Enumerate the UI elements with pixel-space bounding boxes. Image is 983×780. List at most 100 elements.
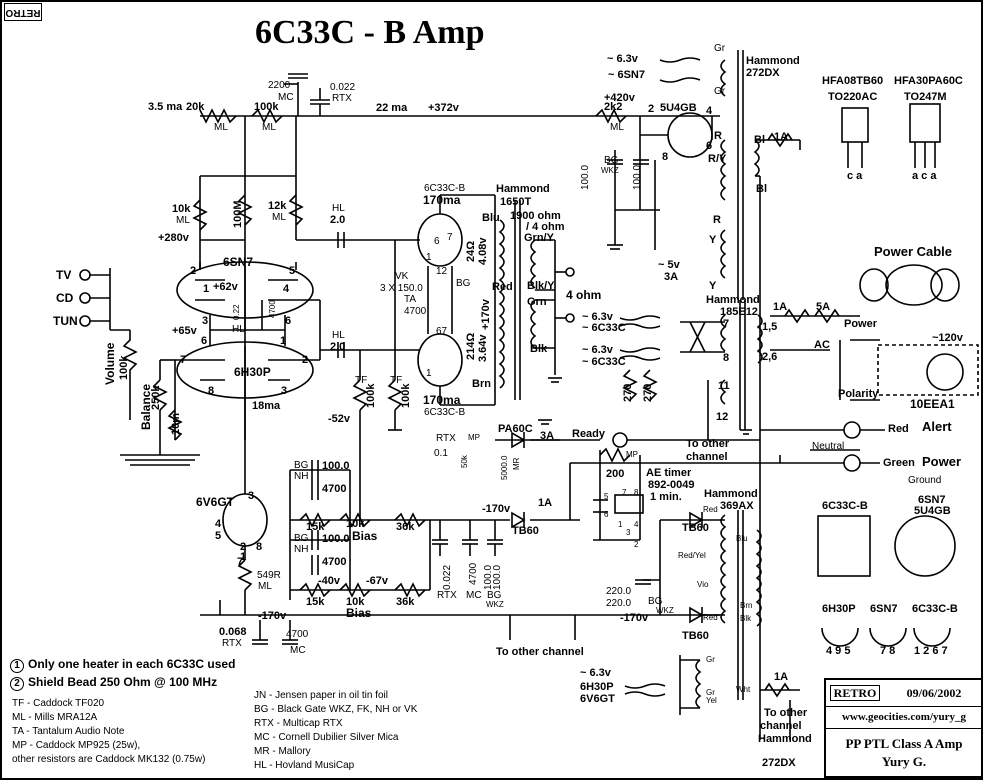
speaker-4ohm: 4 ohm [566,288,602,302]
ml-label-e: ML [610,122,624,133]
rtx-label-mid: RTX [436,433,456,444]
r100k-vol-label: 100k [118,355,130,380]
heater-6-3v-b: ~ 6.3v [582,311,613,323]
to-other-channel-3b: channel [760,720,802,732]
tap-7: 7 [723,318,730,330]
tube-pin: 8 [662,151,669,163]
tube-pin: 6 [285,315,292,327]
r270-label-a: 270 [622,383,634,402]
fuse-1a-mid: 1A [773,301,788,313]
current-170ma-b: 170ma [423,393,461,407]
r24-label: 24Ω [465,240,477,262]
pin-67-bot: 67 [436,326,448,337]
wire-blu: Blu [736,534,748,543]
diode-pa60c: PA60C [498,423,533,435]
transformer-1650t: Hammond [496,183,550,195]
balance-label: Balance [139,383,153,430]
tube-pin: 4 [215,518,222,530]
c2200-label: 2200 [268,80,291,91]
power-label[interactable]: Power [844,318,878,330]
input-tun[interactable]: TUN [53,314,78,328]
transformer-272dx-top: Hammond [746,55,800,67]
fuse-3a: 3A [540,430,555,442]
wire-y: Y [709,234,717,246]
fuse-5a: 5A [816,301,831,313]
polarity-label[interactable]: Polarity [838,388,879,400]
c100-label-c: 100.0 [322,460,350,472]
tube-pin: 2 [190,265,197,277]
ac-label: AC [814,339,830,351]
wire-bl: Bl [754,134,765,146]
v65-label: +65v [172,325,197,337]
input-cd[interactable]: CD [56,291,74,305]
title-block: RETRO 09/06/2002 www.geocities.com/yury_… [824,678,983,778]
c100-label-a: 100.0 [580,164,591,190]
title-block-desc: PP PTL Class A Amp [845,736,963,751]
c0068-label: 0.068 [219,626,247,638]
v170-label-c: -170v [620,612,649,624]
diode-to220ac: TO220AC [828,91,878,103]
diode-pins-ca: c a [847,170,863,182]
legend-mc: MC - Cornell Dubilier Silver Mica [254,732,399,743]
wire-gr: Gr [706,688,715,697]
volume-label: Volume [103,342,117,385]
tube-pin: 6 [706,140,713,152]
v67-label: -67v [366,575,389,587]
tube-pin: 2 [302,354,309,366]
ml-label-c: ML [176,215,190,226]
wire-red-yel: Red/Yel [678,551,706,560]
diode-tb60-a: TB60 [512,525,539,537]
wire-red: Red [492,281,513,293]
r200-label: 200 [606,468,625,480]
input-tv[interactable]: TV [56,268,72,282]
power-cable-label: Power Cable [874,244,953,259]
tube-pin: 1 [280,335,287,347]
ml-label-a: ML [214,122,228,133]
transformer-1650t-model: 1650T [500,196,532,208]
bg-wkz-label: BG [604,155,619,166]
fuse-1a-bot: 1A [774,671,789,683]
r214-label: 214Ω [465,332,477,360]
v62-label: +62v [213,281,238,293]
wire-red: Red [703,613,718,622]
v170p-label: +170v [480,299,492,330]
timer-pin: 5 [604,492,609,501]
other-channel-hammond: Hammond [758,733,812,745]
wire-wht: Wht [736,685,751,694]
note-number-1: 1 [10,659,24,673]
pin-6-top: 6 [434,236,440,247]
r270-label-b: 270 [642,383,654,402]
r12k-label: 12k [268,200,287,212]
bg-label-220: BG [648,596,663,607]
wkz-label-220: WKZ [656,606,674,615]
page-title: 6C33C - B Amp [255,14,485,51]
wire-brn: Brn [472,378,491,390]
heater-6h30p: 6H30P [580,681,614,693]
current-3-5ma: 3.5 ma [148,101,183,113]
r549-label: 549R [257,570,281,581]
wire-yel: Yel [706,696,717,705]
legend-jn: JN - Jensen paper in oil tin foil [254,690,388,701]
title-block-url[interactable]: www.geocities.com/yury_g [841,711,967,723]
tube-label-5u4gb: 5U4GB [660,102,697,114]
v170-label-b: -170v [258,610,287,622]
wkz-label-bot: WKZ [486,600,504,609]
title-block-retro: RETRO [830,685,880,701]
c100-label-b: 100.0 [632,164,643,190]
r10k-bias-label-1: 10k [346,518,365,530]
title-block-date: 09/06/2002 [906,686,962,700]
wire-y: Y [709,280,717,292]
r10k-label: 10k [172,203,191,215]
tube-pin: 5 [215,530,222,542]
tube-pin: 3 [202,315,209,327]
title-block-author: Yury G. [881,754,927,769]
ae-timer-part: 892-0049 [648,479,695,491]
wire-blk: Blk [530,343,548,355]
bg-label-bot: BG [487,590,502,601]
diode-tb60-c: TB60 [682,630,709,642]
note-number-2: 2 [10,677,24,691]
legend-ta: TA - Tantalum Audio Note [12,726,125,737]
rtx-label-bot: RTX [437,590,457,601]
ml-label-d: ML [272,212,286,223]
